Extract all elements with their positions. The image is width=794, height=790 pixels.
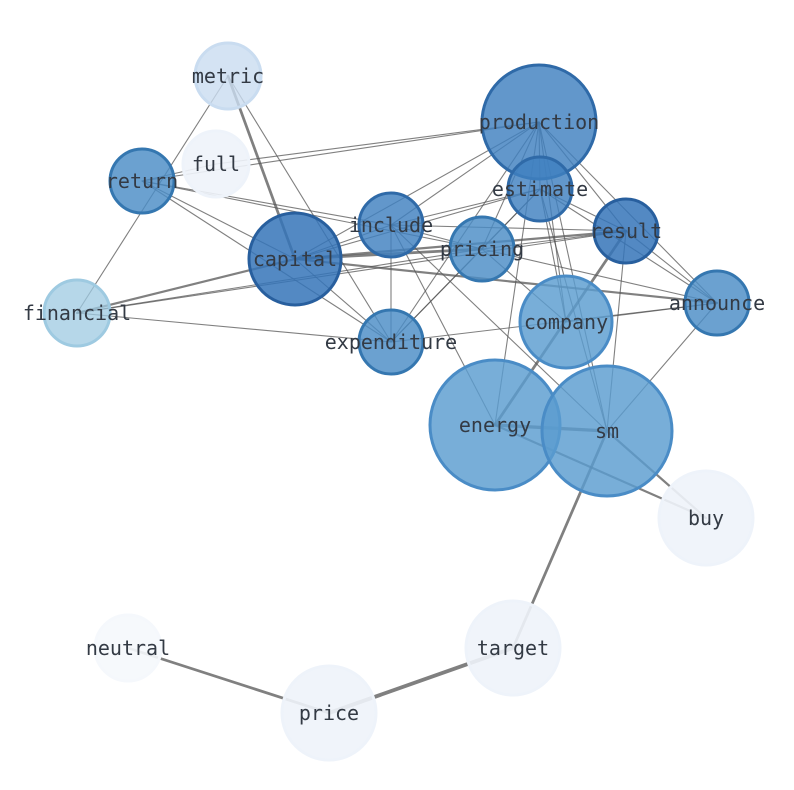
node-full: full	[181, 129, 251, 199]
node-label-buy: buy	[688, 506, 724, 530]
node-result: result	[590, 197, 662, 265]
node-circle-company	[518, 274, 614, 370]
node-expenditure: expenditure	[325, 308, 457, 376]
node-label-energy: energy	[459, 413, 531, 437]
node-label-capital: capital	[253, 247, 337, 271]
node-circle-estimate	[506, 155, 574, 223]
node-price: price	[280, 664, 378, 762]
node-production: production	[479, 63, 599, 181]
node-label-production: production	[479, 110, 599, 134]
node-label-neutral: neutral	[86, 636, 170, 660]
node-neutral: neutral	[86, 613, 170, 683]
node-label-pricing: pricing	[440, 237, 524, 261]
node-circle-pricing	[448, 215, 516, 283]
node-target: target	[464, 599, 562, 697]
edge-result-financial	[76, 230, 627, 314]
node-include: include	[349, 191, 433, 259]
node-circle-return	[108, 147, 176, 215]
node-circle-sm	[540, 364, 674, 498]
node-label-include: include	[349, 213, 433, 237]
node-circle-expenditure	[357, 308, 425, 376]
node-label-full: full	[192, 152, 240, 176]
node-pricing: pricing	[440, 215, 524, 283]
edge-result-include	[390, 224, 627, 232]
node-circle-include	[357, 191, 425, 259]
node-circle-neutral	[93, 613, 163, 683]
node-circle-result	[592, 197, 660, 265]
node-circle-target	[464, 599, 562, 697]
node-buy: buy	[657, 469, 755, 567]
node-label-return: return	[106, 169, 178, 193]
node-announce: announce	[669, 269, 765, 337]
edge-financial-expenditure	[76, 312, 392, 343]
node-label-announce: announce	[669, 291, 765, 315]
node-energy: energy	[428, 358, 562, 492]
node-circle-full	[181, 129, 251, 199]
node-label-company: company	[524, 310, 608, 334]
node-label-result: result	[590, 219, 662, 243]
node-circle-price	[280, 664, 378, 762]
node-circle-buy	[657, 469, 755, 567]
node-label-financial: financial	[23, 301, 131, 325]
node-metric: metric	[192, 41, 264, 111]
node-label-sm: sm	[595, 419, 619, 443]
node-circle-announce	[683, 269, 751, 337]
node-label-expenditure: expenditure	[325, 330, 457, 354]
edge-include-return	[141, 180, 392, 226]
node-sm: sm	[540, 364, 674, 498]
node-label-metric: metric	[192, 64, 264, 88]
node-circle-metric	[193, 41, 263, 111]
node-financial: financial	[23, 278, 131, 348]
edge-metric-expenditure	[227, 75, 392, 343]
edge-pricing-announce	[481, 248, 718, 304]
node-circle-financial	[42, 278, 112, 348]
node-circle-capital	[247, 211, 343, 307]
node-company: company	[518, 274, 614, 370]
edge-capital-announce	[293, 257, 719, 305]
node-capital: capital	[247, 211, 343, 307]
node-label-price: price	[299, 701, 359, 725]
node-return: return	[106, 147, 178, 215]
node-label-estimate: estimate	[492, 177, 588, 201]
node-label-target: target	[477, 636, 549, 660]
node-estimate: estimate	[492, 155, 588, 223]
